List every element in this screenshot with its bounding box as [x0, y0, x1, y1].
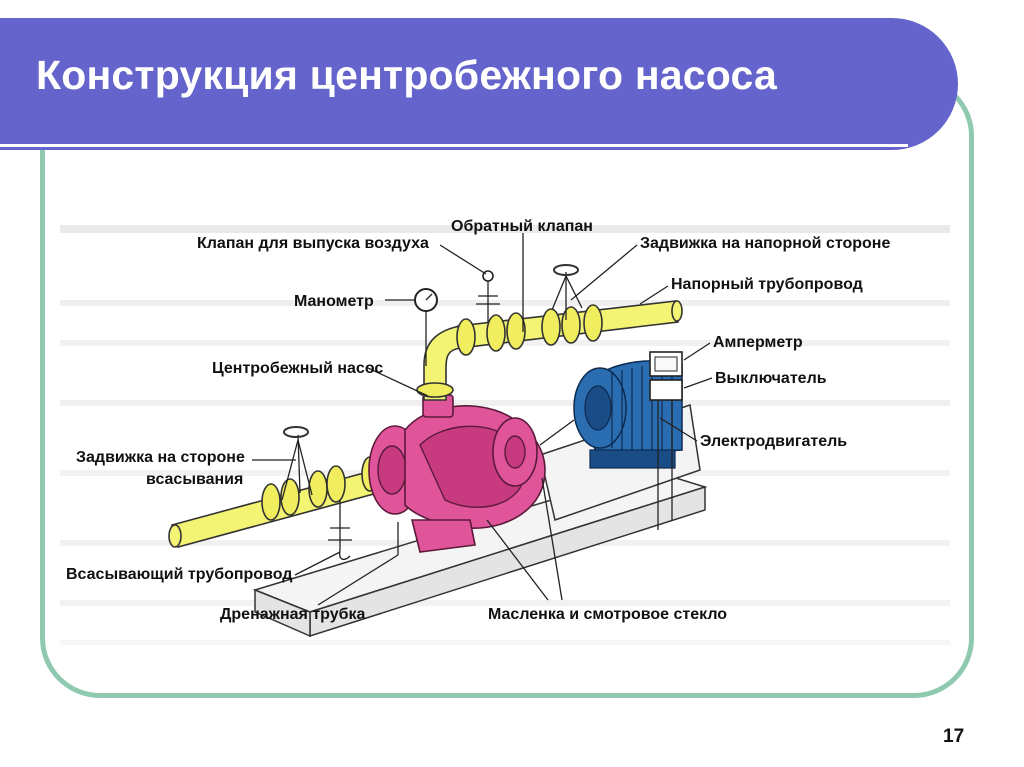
label-suction-pipe: Всасывающий трубопровод — [66, 566, 292, 583]
label-switch: Выключатель — [715, 370, 827, 387]
drain-tube — [328, 500, 399, 561]
label-air-valve: Клапан для выпуска воздуха — [197, 235, 429, 252]
slide-number: 17 — [943, 726, 965, 747]
suction-gate-valve — [281, 426, 313, 501]
diagram-labels: Клапан для выпуска воздуха Обратный клап… — [66, 218, 890, 623]
control-panel — [649, 351, 683, 530]
discharge-pipe — [416, 300, 683, 401]
label-suction-gate-2: всасывания — [146, 471, 243, 488]
manometer — [414, 288, 438, 366]
slide-frame — [40, 76, 974, 698]
label-pump: Центробежный насос — [212, 360, 383, 377]
title-banner: Конструкция центробежного насоса — [0, 18, 958, 150]
label-check-valve: Обратный клапан — [451, 218, 593, 235]
label-discharge-gate: Задвижка на напорной стороне — [640, 235, 890, 252]
label-discharge-pipe: Напорный трубопровод — [671, 276, 863, 293]
title-underline — [0, 144, 908, 147]
slide-title: Конструкция центробежного насоса — [36, 52, 778, 98]
centrifugal-pump — [368, 394, 546, 553]
label-manometer: Манометр — [294, 293, 374, 310]
label-ammeter: Амперметр — [713, 334, 803, 351]
discharge-gate-valve — [551, 264, 583, 320]
label-drain: Дренажная трубка — [220, 606, 366, 623]
leader-lines — [252, 233, 713, 606]
label-suction-gate-1: Задвижка на стороне — [76, 449, 245, 466]
label-motor: Электродвигатель — [700, 433, 847, 450]
electric-motor — [539, 360, 683, 469]
label-oiler: Масленка и смотровое стекло — [488, 606, 727, 623]
